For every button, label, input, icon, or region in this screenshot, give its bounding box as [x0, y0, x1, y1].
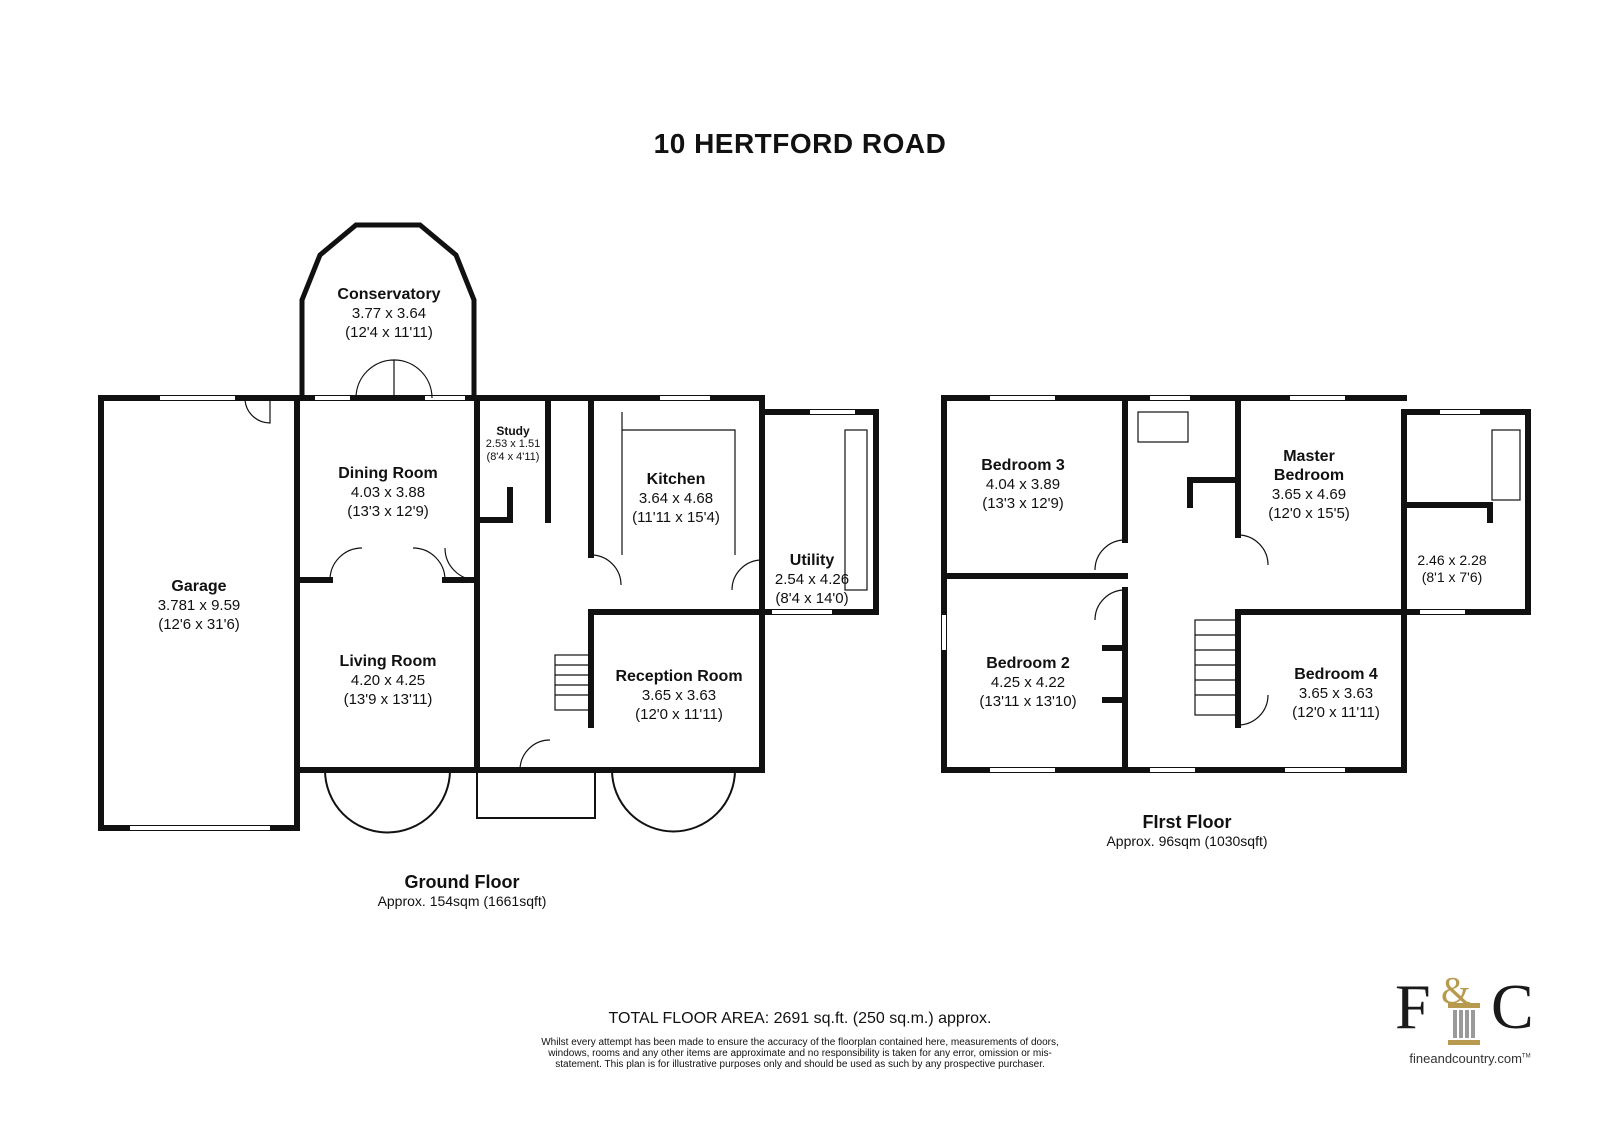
room-name: Bedroom 2: [986, 655, 1070, 672]
room-imperial: (8'4 x 14'0): [775, 590, 849, 607]
room-metric: 3.65 x 3.63: [1298, 685, 1374, 702]
room-bedroom-4: Bedroom 4 3.65 x 3.63 (12'0 x 11'11): [1292, 665, 1380, 722]
page-title: 10 HERTFORD ROAD: [653, 128, 947, 159]
room-metric: 4.25 x 4.22: [990, 674, 1066, 691]
room-metric: 3.781 x 9.59: [157, 597, 241, 614]
room-dining: Dining Room 4.03 x 3.88 (13'3 x 12'9): [338, 464, 438, 521]
first-floor-caption: FIrst Floor Approx. 96sqm (1030sqft): [1106, 812, 1267, 849]
column-icon: [1448, 1003, 1480, 1045]
room-name: Bedroom 3: [981, 457, 1065, 474]
disclaimer: Whilst every attempt has been made to en…: [541, 1037, 1059, 1070]
room-utility: Utility 2.54 x 4.26 (8'4 x 14'0): [775, 551, 849, 608]
stairs: [554, 619, 1239, 716]
floor-name: Ground Floor: [404, 872, 520, 892]
logo-trademark: TM: [1521, 1053, 1531, 1060]
room-bedroom-2: Bedroom 2 4.25 x 4.22 (13'11 x 13'10): [979, 654, 1076, 711]
logo-url: fineandcountry.comTM: [1395, 1051, 1545, 1066]
room-metric: 2.53 x 1.51: [485, 438, 541, 450]
room-name: Reception Room: [615, 668, 743, 685]
room-metric: 2.46 x 2.28: [1417, 552, 1487, 568]
room-name: Utility: [789, 552, 835, 569]
floor-area: Approx. 96sqm (1030sqft): [1106, 833, 1268, 849]
room-name: Garage: [171, 578, 227, 595]
room-metric: 4.04 x 3.89: [985, 476, 1061, 493]
room-garage: Garage 3.781 x 9.59 (12'6 x 31'6): [158, 577, 241, 634]
room-metric: 4.03 x 3.88: [350, 484, 426, 501]
hall-walls: [474, 395, 765, 773]
logo-letter-f: F: [1395, 971, 1431, 1042]
room-imperial: (13'3 x 12'9): [982, 495, 1064, 512]
room-name: Living Room: [339, 653, 437, 670]
dining-living-walls: [294, 395, 480, 773]
room-imperial: (12'0 x 15'5): [1268, 505, 1350, 522]
logo-letter-c: C: [1491, 971, 1534, 1042]
room-imperial: (8'4 x 4'11): [486, 451, 540, 463]
room-imperial: (13'9 x 13'11): [343, 691, 433, 708]
room-imperial: (8'1 x 7'6): [1421, 569, 1483, 585]
room-reception: Reception Room 3.65 x 3.63 (12'0 x 11'11…: [615, 667, 742, 724]
room-living: Living Room 4.20 x 4.25 (13'9 x 13'11): [340, 652, 437, 709]
logo-url-text: fineandcountry.com: [1409, 1051, 1522, 1066]
room-kitchen: Kitchen 3.64 x 4.68 (11'11 x 15'4): [632, 470, 720, 527]
room-name: Study: [496, 424, 530, 438]
room-conservatory: Conservatory 3.77 x 3.64 (12'4 x 11'11): [337, 285, 440, 342]
floor-name: FIrst Floor: [1142, 812, 1232, 832]
room-name: Bedroom 4: [1294, 666, 1378, 683]
room-name: Conservatory: [337, 286, 441, 303]
room-imperial: (11'11 x 15'4): [632, 509, 720, 526]
room-imperial: (12'0 x 11'11): [635, 706, 723, 723]
room-metric: 3.64 x 4.68: [638, 490, 714, 507]
room-metric: 3.77 x 3.64: [351, 305, 427, 322]
room-name-line-2: Bedroom: [1273, 467, 1345, 484]
room-imperial: (13'3 x 12'9): [347, 503, 429, 520]
room-name: Dining Room: [338, 465, 438, 482]
floor-area: Approx. 154sqm (1661sqft): [377, 893, 547, 909]
room-imperial: (13'11 x 13'10): [979, 693, 1077, 710]
room-name: Kitchen: [646, 471, 706, 488]
room-metric: 2.54 x 4.26: [774, 571, 850, 588]
room-ensuite: 2.46 x 2.28 (8'1 x 7'6): [1417, 552, 1486, 586]
room-imperial: (12'0 x 11'11): [1292, 704, 1380, 721]
room-metric: 3.65 x 3.63: [641, 687, 717, 704]
room-metric: 4.20 x 4.25: [350, 672, 426, 689]
conservatory-walls: [299, 222, 477, 398]
room-name: Master: [1283, 448, 1335, 465]
room-bedroom-3: Bedroom 3 4.04 x 3.89 (13'3 x 12'9): [981, 456, 1065, 513]
room-imperial: (12'6 x 31'6): [158, 616, 240, 633]
total-floor-area: TOTAL FLOOR AREA: 2691 sq.ft. (250 sq.m.…: [608, 1010, 992, 1027]
room-master-bedroom: Master Bedroom 3.65 x 4.69 (12'0 x 15'5): [1268, 447, 1350, 523]
room-study: Study 2.53 x 1.51 (8'4 x 4'11): [486, 424, 540, 464]
ground-floor-caption: Ground Floor Approx. 154sqm (1661sqft): [378, 872, 547, 909]
fine-and-country-logo: F & C fineandcountry.comTM: [1395, 970, 1545, 1085]
room-imperial: (12'4 x 11'11): [345, 324, 433, 341]
room-metric: 3.65 x 4.69: [1271, 486, 1347, 503]
